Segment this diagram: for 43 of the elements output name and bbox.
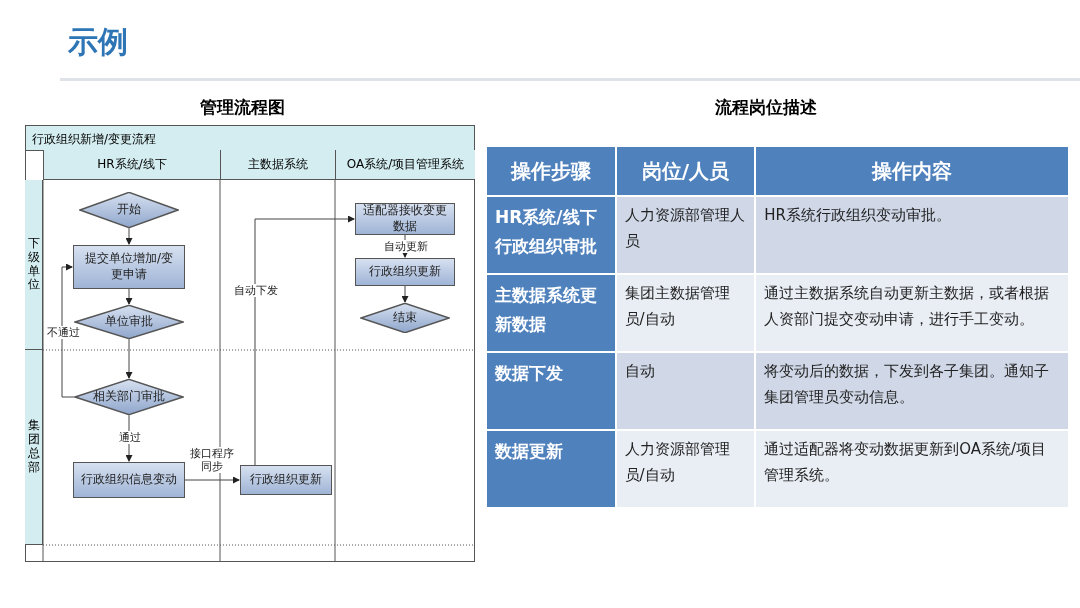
step-cell: 主数据系统更新数据 — [486, 274, 616, 352]
decision-diamond: 相关部门审批 — [74, 379, 184, 415]
lane-header: OA系统/项目管理系统 — [335, 150, 475, 180]
table-cell: HR系统行政组织变动审批。 — [755, 196, 1069, 274]
table-cell: 人力资源部管理员/自动 — [615, 430, 756, 508]
table-cell: 通过适配器将变动数据更新到OA系统/项目管理系统。 — [755, 430, 1069, 508]
decision-diamond: 结束 — [360, 303, 450, 333]
step-cell: HR系统/线下行政组织审批 — [486, 196, 616, 274]
table-cell: 自动 — [615, 352, 756, 430]
lane-label: 集团总部 — [25, 350, 43, 545]
step-cell: 数据更新 — [486, 430, 616, 508]
column-header: 操作内容 — [755, 146, 1069, 196]
section-heading: 流程岗位描述 — [715, 96, 817, 119]
section-heading: 管理流程图 — [200, 96, 285, 119]
arrow — [401, 285, 409, 303]
process-box: 行政组织更新 — [355, 258, 455, 286]
pool-title: 行政组织新增/变更流程 — [26, 126, 474, 151]
step-cell: 数据下发 — [486, 352, 616, 430]
table-cell: 通过主数据系统自动更新主数据，或者根据人资部门提交变动申请，进行手工变动。 — [755, 274, 1069, 352]
edge-label: 通过 — [117, 431, 143, 445]
table-cell: 集团主数据管理员/自动 — [615, 274, 756, 352]
swimlane-pool — [25, 125, 475, 562]
table-cell: 将变动后的数据，下发到各子集团。通知子集团管理员变动信息。 — [755, 352, 1069, 430]
lane-header: 主数据系统 — [220, 150, 335, 180]
arrow — [125, 338, 133, 379]
process-box: 适配器接收变更数据 — [355, 203, 455, 235]
edge-label: 不通过 — [44, 326, 82, 340]
decision-diamond: 开始 — [79, 192, 179, 228]
page-title: 示例 — [68, 23, 128, 61]
arrow — [125, 227, 133, 245]
table-cell: 人力资源部管理人员 — [615, 196, 756, 274]
edge-label: 接口程序同步 — [188, 447, 236, 474]
process-box: 行政组织信息变动 — [73, 462, 185, 498]
lane-header: HR系统/线下 — [43, 150, 220, 180]
arrow — [61, 263, 75, 398]
process-box: 行政组织更新 — [240, 465, 332, 495]
lane-label: 下级单位 — [25, 180, 43, 350]
arrow — [184, 476, 240, 484]
column-header: 操作步骤 — [486, 146, 616, 196]
process-box: 提交单位增加/变更申请 — [73, 245, 185, 289]
arrow — [125, 288, 133, 305]
arrow — [254, 215, 355, 466]
column-header: 岗位/人员 — [615, 146, 756, 196]
